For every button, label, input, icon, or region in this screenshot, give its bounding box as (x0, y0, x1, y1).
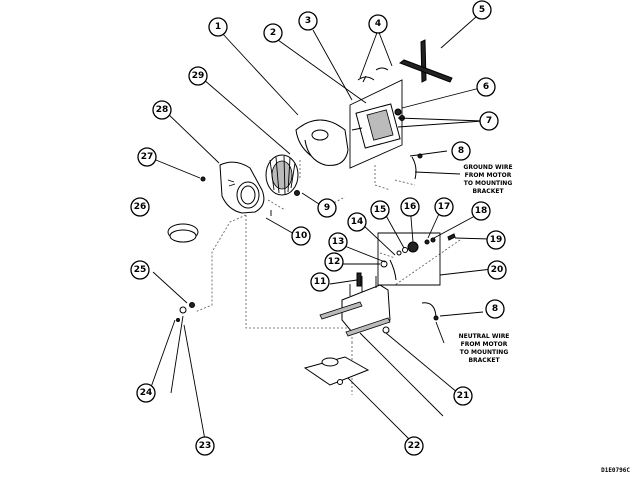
svg-text:TO MOUNTING: TO MOUNTING (464, 180, 513, 187)
callout-18: 18 (471, 201, 491, 221)
callout-28: 28 (152, 100, 172, 120)
callout-7: 7 (479, 111, 499, 131)
ground-wire-note: GROUND WIRE FROM MOTOR TO MOUNTING BRACK… (463, 164, 512, 195)
callout-14: 14 (347, 212, 367, 232)
svg-text:13: 13 (332, 237, 345, 247)
callout-11: 11 (310, 272, 330, 292)
svg-text:1: 1 (215, 22, 221, 32)
part-motor-bracket (349, 79, 403, 169)
svg-text:18: 18 (475, 206, 488, 216)
svg-text:7: 7 (486, 116, 492, 126)
svg-text:11: 11 (314, 277, 327, 287)
svg-text:23: 23 (199, 441, 212, 451)
callout-8-neutral: 8 (485, 299, 505, 319)
callout-26: 26 (130, 197, 150, 217)
svg-text:12: 12 (328, 257, 341, 267)
part-seal-ring (167, 223, 199, 243)
callout-8-ground: 8 (451, 141, 471, 161)
svg-text:17: 17 (438, 202, 451, 212)
part-hex-wrench (398, 39, 453, 83)
svg-text:27: 27 (141, 152, 154, 162)
svg-text:25: 25 (134, 265, 147, 275)
callout-2: 2 (263, 23, 283, 43)
callout-15: 15 (370, 200, 390, 220)
callout-16: 16 (400, 197, 420, 217)
svg-text:22: 22 (408, 441, 421, 451)
part-mounting-plate (303, 356, 370, 386)
callout-27: 27 (137, 147, 157, 167)
svg-text:16: 16 (404, 202, 417, 212)
callout-17: 17 (434, 197, 454, 217)
part-blower-wheel (265, 154, 299, 196)
svg-text:FROM MOTOR: FROM MOTOR (461, 341, 508, 348)
callout-19: 19 (486, 230, 506, 250)
svg-text:8: 8 (458, 146, 464, 156)
callout-24: 24 (136, 383, 156, 403)
svg-text:5: 5 (479, 5, 485, 15)
svg-text:10: 10 (295, 231, 308, 241)
part-switch-box (377, 232, 456, 286)
callout-13: 13 (328, 232, 348, 252)
svg-text:TO MOUNTING: TO MOUNTING (460, 349, 509, 356)
callout-6: 6 (476, 77, 496, 97)
callout-10: 10 (291, 226, 311, 246)
svg-text:NEUTRAL WIRE: NEUTRAL WIRE (459, 333, 510, 340)
callout-20: 20 (487, 260, 507, 280)
part-spring (356, 272, 362, 287)
callout-22: 22 (404, 436, 424, 456)
callout-29: 29 (188, 66, 208, 86)
callout-12: 12 (324, 252, 344, 272)
svg-text:15: 15 (374, 205, 387, 215)
part-housing-cover (219, 161, 265, 214)
svg-text:29: 29 (192, 71, 205, 81)
document-id: D1E0796C (601, 467, 630, 474)
svg-text:20: 20 (491, 265, 504, 275)
svg-text:3: 3 (305, 16, 311, 26)
callout-21: 21 (453, 386, 473, 406)
part-motor-base (319, 276, 391, 337)
svg-text:14: 14 (351, 217, 364, 227)
callout-5: 5 (472, 0, 492, 20)
svg-text:19: 19 (490, 235, 503, 245)
svg-text:FROM MOTOR: FROM MOTOR (465, 172, 512, 179)
part-motor (351, 103, 405, 149)
part-clips (357, 67, 389, 83)
svg-text:9: 9 (324, 203, 330, 213)
svg-text:21: 21 (457, 391, 470, 401)
callout-1: 1 (208, 17, 228, 37)
part-fan-housing (295, 119, 349, 166)
svg-text:BRACKET: BRACKET (468, 357, 500, 364)
callout-25: 25 (130, 260, 150, 280)
svg-text:8: 8 (492, 304, 498, 314)
svg-text:4: 4 (375, 19, 381, 29)
neutral-wire-note: NEUTRAL WIRE FROM MOTOR TO MOUNTING BRAC… (459, 333, 510, 364)
svg-text:28: 28 (156, 105, 169, 115)
callout-3: 3 (298, 11, 318, 31)
callout-9: 9 (317, 198, 337, 218)
svg-text:26: 26 (134, 202, 147, 212)
callout-23: 23 (195, 436, 215, 456)
part-small-hardware (176, 153, 423, 322)
svg-text:BRACKET: BRACKET (472, 188, 504, 195)
svg-text:2: 2 (270, 28, 276, 38)
part-neutral-wire (421, 302, 439, 321)
svg-text:GROUND WIRE: GROUND WIRE (463, 164, 512, 171)
callout-4: 4 (368, 14, 388, 34)
svg-text:6: 6 (483, 82, 489, 92)
svg-text:24: 24 (140, 388, 153, 398)
